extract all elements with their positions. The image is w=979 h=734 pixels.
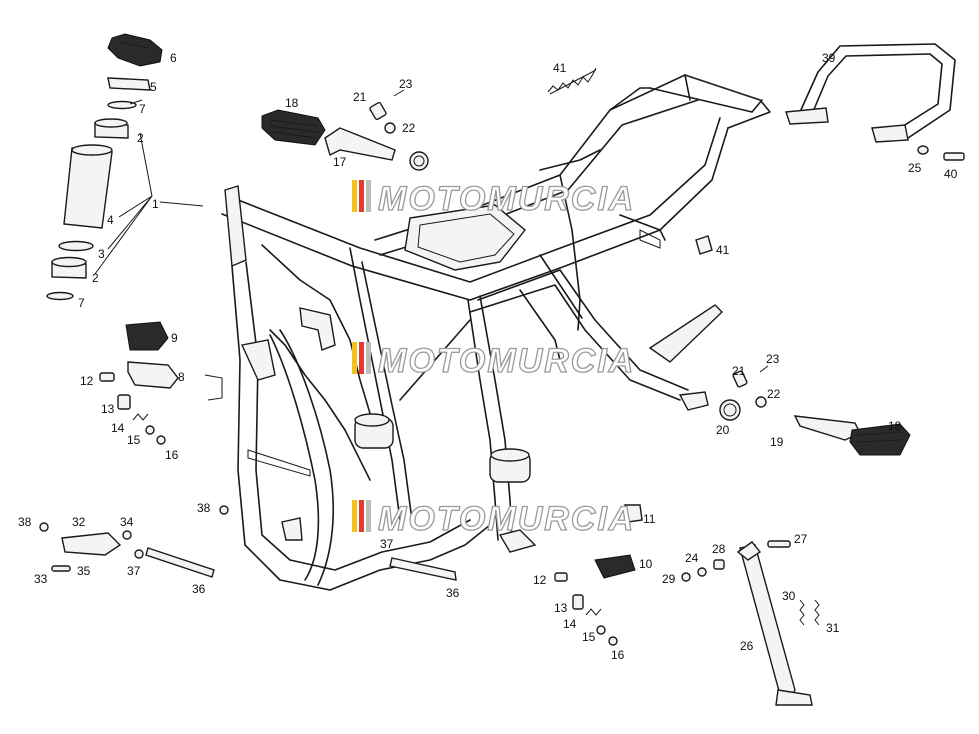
- callout-12-right: 12: [533, 573, 547, 587]
- callout-24: 24: [685, 551, 699, 565]
- callout-36-left: 36: [192, 582, 206, 596]
- watermark-text: MOTOMURCIA: [378, 342, 635, 380]
- callout-40: 40: [944, 167, 958, 181]
- watermark-stripe-red: [359, 342, 364, 374]
- callout-15-left: 15: [127, 433, 141, 447]
- spring-top: [547, 67, 597, 95]
- callout-20: 20: [716, 423, 730, 437]
- callout-2-upper: 2: [137, 131, 144, 145]
- watermark-stripe-gray: [366, 180, 371, 212]
- callout-19: 19: [770, 435, 784, 449]
- watermark-3: MOTOMURCIA: [352, 499, 635, 539]
- watermark-text: MOTOMURCIA: [378, 500, 635, 538]
- callout-37-left: 37: [127, 564, 141, 578]
- callout-21-lower: 21: [732, 364, 746, 378]
- callout-7-upper: 7: [139, 102, 146, 116]
- callout-8: 8: [178, 370, 185, 384]
- watermark-2: MOTOMURCIA: [352, 341, 635, 381]
- callout-30: 30: [782, 589, 796, 603]
- callout-9: 9: [171, 331, 178, 345]
- callout-12-left: 12: [80, 374, 94, 388]
- callout-31: 31: [826, 621, 840, 635]
- callout-14-right: 14: [563, 617, 577, 631]
- watermark-stripe-yellow: [352, 180, 357, 212]
- callout-34: 34: [120, 515, 134, 529]
- callout-26: 26: [740, 639, 754, 653]
- callout-22-lower: 22: [767, 387, 781, 401]
- callout-35: 35: [77, 564, 91, 578]
- callout-32: 32: [72, 515, 86, 529]
- nut-41: [695, 235, 713, 255]
- callout-15-right: 15: [582, 630, 596, 644]
- callout-4: 4: [107, 213, 114, 227]
- callout-18-lower: 18: [888, 419, 902, 433]
- callout-3: 3: [98, 247, 105, 261]
- callout-27: 27: [794, 532, 808, 546]
- callout-38-left: 38: [18, 515, 32, 529]
- callout-13-left: 13: [101, 402, 115, 416]
- callout-17: 17: [333, 155, 347, 169]
- main-frame: [204, 74, 771, 591]
- callout-6: 6: [170, 51, 177, 65]
- callout-37-right: 37: [380, 537, 394, 551]
- side-stand: [681, 540, 820, 706]
- callout-14-left: 14: [111, 421, 125, 435]
- callout-1: 1: [152, 197, 159, 211]
- callout-5: 5: [150, 80, 157, 94]
- callout-7-lower: 7: [78, 296, 85, 310]
- callout-29: 29: [662, 572, 676, 586]
- callout-18-upper: 18: [285, 96, 299, 110]
- steering-bearing-parts: [46, 33, 204, 301]
- callout-11: 11: [643, 512, 656, 526]
- callout-38-center: 38: [197, 501, 211, 515]
- callout-39: 39: [822, 51, 836, 65]
- callout-28: 28: [712, 542, 726, 556]
- callout-41-lower: 41: [716, 243, 730, 257]
- footrest-lower-parts: [719, 365, 911, 456]
- footrest-bracket-left: [99, 321, 179, 445]
- callout-10: 10: [639, 557, 653, 571]
- footrest-upper-parts: [261, 89, 429, 171]
- bolt-36: [389, 557, 457, 581]
- watermark-stripe-red: [359, 180, 364, 212]
- watermark-stripe-red: [359, 500, 364, 532]
- callout-16-left: 16: [165, 448, 179, 462]
- callout-25: 25: [908, 161, 922, 175]
- watermark-stripe-gray: [366, 342, 371, 374]
- watermark-stripe-yellow: [352, 342, 357, 374]
- callout-36-right: 36: [446, 586, 460, 600]
- watermark-text: MOTOMURCIA: [378, 180, 635, 218]
- watermark-1: MOTOMURCIA: [352, 179, 635, 219]
- callout-23-upper: 23: [399, 77, 413, 91]
- callout-23-lower: 23: [766, 352, 780, 366]
- grab-handle: [785, 43, 965, 161]
- watermark-stripe-gray: [366, 500, 371, 532]
- callout-13-right: 13: [554, 601, 568, 615]
- callout-22-upper: 22: [402, 121, 416, 135]
- footrest-bracket-right: [554, 504, 643, 646]
- callout-21-upper: 21: [353, 90, 367, 104]
- callout-2-lower: 2: [92, 271, 99, 285]
- watermark-stripe-yellow: [352, 500, 357, 532]
- callout-33: 33: [34, 572, 48, 586]
- callout-16-right: 16: [611, 648, 625, 662]
- callout-labels: 1 2 2 3 4 5 6 7 7 8 9 10 11 12 12 13 13 …: [18, 51, 958, 662]
- bracket-32: [39, 505, 229, 578]
- callout-41-upper: 41: [553, 61, 567, 75]
